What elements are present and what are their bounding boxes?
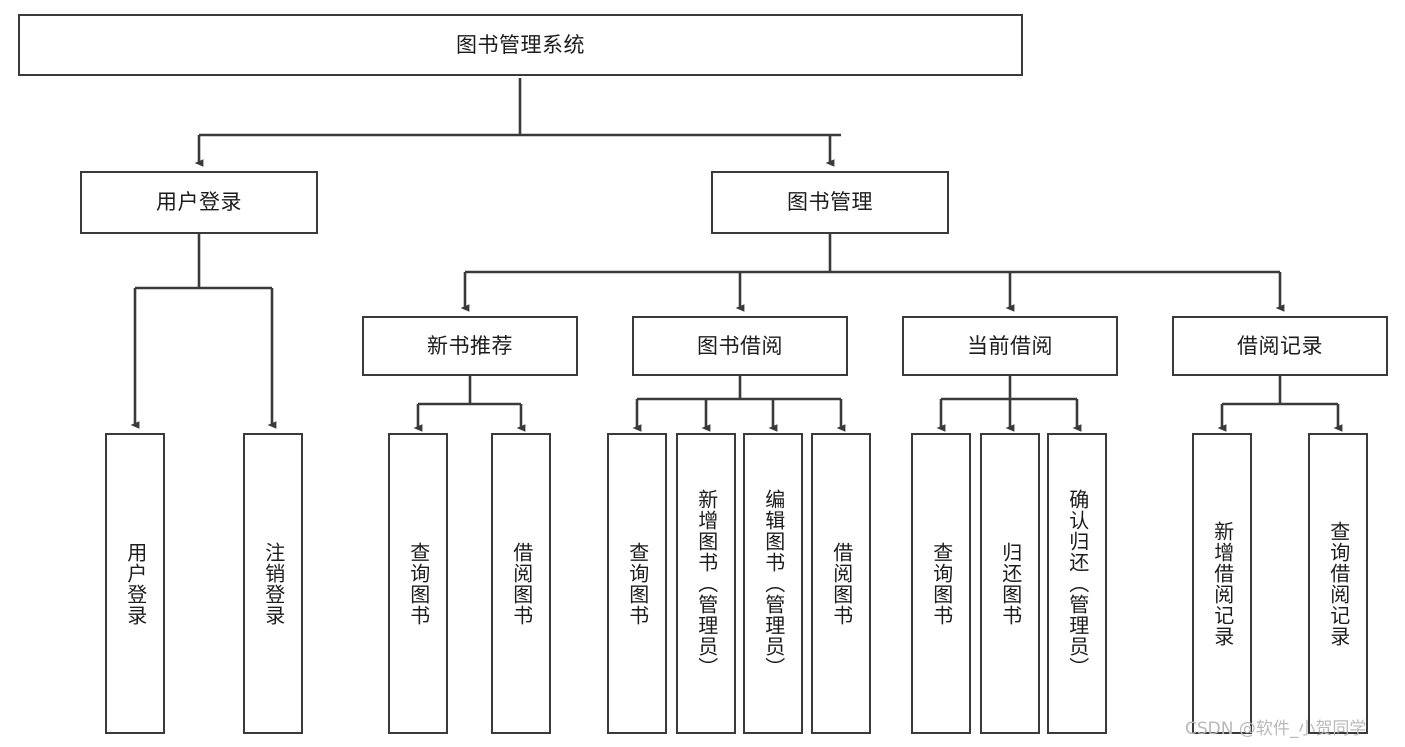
node-label: 查询图书 (406, 541, 431, 626)
edges-borrowrecord-to-leaves (1217, 376, 1343, 432)
node-label: 新书推荐 (427, 333, 513, 358)
node-book-borrow[interactable]: 图书借阅 (632, 316, 848, 376)
leaf-borrow-book-borrow[interactable]: 借阅图书 (811, 433, 871, 734)
edges-bookborrow-to-leaves (632, 376, 846, 432)
node-current-borrow[interactable]: 当前借阅 (902, 316, 1118, 376)
leaf-add-book-admin[interactable]: 新增图书（管理员） (676, 433, 736, 734)
leaf-user-login[interactable]: 用户登录 (105, 433, 165, 734)
edges-bookmanage-to-level3 (460, 234, 1285, 312)
node-label: 图书借阅 (697, 333, 783, 358)
edges-currentborrow-to-leaves (936, 376, 1082, 432)
leaf-query-book-new-book[interactable]: 查询图书 (388, 433, 448, 734)
node-label: 借阅记录 (1237, 333, 1323, 358)
edges-userlogin-to-leaves (130, 234, 277, 429)
node-label: 图书管理系统 (456, 32, 585, 57)
leaf-query-book-borrow[interactable]: 查询图书 (607, 433, 667, 734)
edges-root-to-level2 (194, 78, 841, 167)
node-label: 查询借阅记录 (1326, 520, 1351, 647)
node-borrow-record[interactable]: 借阅记录 (1172, 316, 1388, 376)
leaf-edit-book-admin[interactable]: 编辑图书（管理员） (743, 433, 803, 734)
node-label: 借阅图书 (829, 541, 854, 626)
node-label: 查询图书 (929, 541, 954, 626)
leaf-user-logout[interactable]: 注销登录 (243, 433, 303, 734)
node-label: 新增借阅记录 (1210, 520, 1235, 647)
node-label: 确认归还（管理员） (1065, 489, 1090, 678)
leaf-return-book[interactable]: 归还图书 (980, 433, 1040, 734)
node-user-login[interactable]: 用户登录 (80, 171, 318, 234)
node-label: 用户登录 (123, 541, 148, 626)
node-new-book-recommend[interactable]: 新书推荐 (362, 316, 578, 376)
leaf-add-borrow-record[interactable]: 新增借阅记录 (1192, 433, 1252, 734)
watermark-text: CSDN @软件_小贺同学 (1185, 719, 1367, 739)
leaf-confirm-return-admin[interactable]: 确认归还（管理员） (1047, 433, 1107, 734)
node-label: 编辑图书（管理员） (761, 489, 786, 678)
node-label: 归还图书 (998, 541, 1023, 626)
leaf-borrow-book-new-book[interactable]: 借阅图书 (491, 433, 551, 734)
node-label: 图书管理 (787, 190, 873, 215)
node-root-book-management-system[interactable]: 图书管理系统 (18, 14, 1023, 76)
node-label: 借阅图书 (509, 541, 534, 626)
node-label: 查询图书 (625, 541, 650, 626)
leaf-query-book-current[interactable]: 查询图书 (911, 433, 971, 734)
node-label: 注销登录 (261, 541, 286, 626)
node-label: 用户登录 (156, 190, 242, 215)
leaf-query-borrow-record[interactable]: 查询借阅记录 (1308, 433, 1368, 734)
node-label: 新增图书（管理员） (694, 489, 719, 678)
node-label: 当前借阅 (967, 333, 1053, 358)
edges-newbook-to-leaves (413, 376, 526, 432)
node-book-manage[interactable]: 图书管理 (711, 171, 949, 234)
